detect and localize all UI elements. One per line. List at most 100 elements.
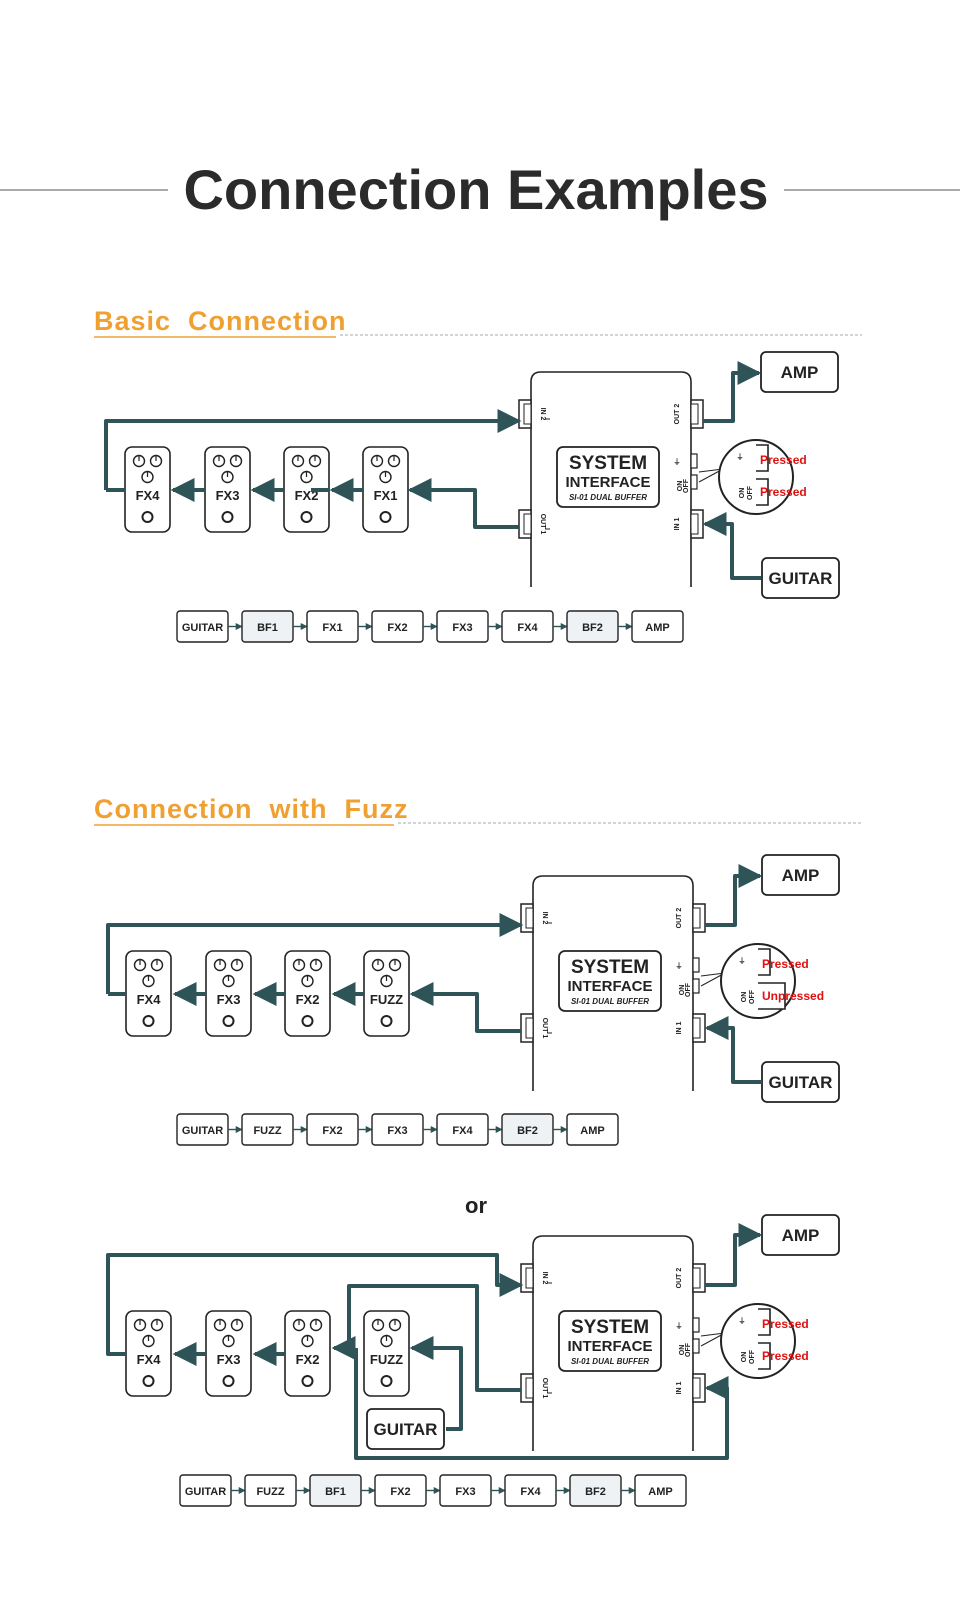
cable <box>354 1348 729 1460</box>
chain-label-fx1: FX1 <box>322 622 342 634</box>
guitar: GUITAR <box>761 1061 840 1103</box>
cable <box>104 409 522 490</box>
cable <box>409 1336 463 1431</box>
pedal-label: FX2 <box>296 992 320 1007</box>
chain-label-bf2: BF2 <box>585 1486 606 1498</box>
guitar-label: GUITAR <box>769 1073 833 1092</box>
mini-switch-2 <box>692 978 700 994</box>
pedal-label: FUZZ <box>370 1352 403 1367</box>
jack-in1-inner <box>692 1017 701 1039</box>
guitar: GUITAR <box>366 1408 445 1450</box>
jack-in1-inner <box>690 513 699 535</box>
ground-lift-icon: ⏚ <box>674 458 681 466</box>
pedal-fx1: FX1 <box>362 446 409 533</box>
chain-label-fx2: FX2 <box>322 1125 342 1137</box>
off-label: OFF <box>685 1342 692 1357</box>
device-label-box <box>558 950 662 1012</box>
footswitch-icon <box>142 1015 155 1027</box>
amp-label: AMP <box>781 363 819 382</box>
jack-in2-label: IN 2 <box>539 408 546 421</box>
device-model: SI-01 DUAL BUFFER <box>571 997 649 1006</box>
jack-out2-label: OUT 2 <box>674 404 681 425</box>
switch-1-state: Pressed <box>762 1317 809 1331</box>
pedal-label: FX4 <box>136 488 161 503</box>
amp: AMP <box>761 854 840 896</box>
device-label-box <box>556 446 660 508</box>
device-model: SI-01 DUAL BUFFER <box>571 1357 649 1366</box>
switch-button-2 <box>758 982 786 1010</box>
off-label: OFF <box>683 478 690 493</box>
amp: AMP <box>760 351 839 393</box>
chain-label-amp: AMP <box>645 622 669 634</box>
on-label: ON <box>741 1352 748 1363</box>
chain-label-fx3: FX3 <box>455 1486 475 1498</box>
pedal-fx2: FX2 <box>284 1310 331 1397</box>
off-label: OFF <box>749 989 756 1004</box>
footswitch-icon <box>301 1375 314 1387</box>
switch-button-1 <box>756 444 769 472</box>
footswitch-icon <box>142 1375 155 1387</box>
cable <box>106 1253 524 1356</box>
footswitch-icon <box>379 511 392 523</box>
footswitch-icon <box>300 511 313 523</box>
chain-label-fuzz: FUZZ <box>253 1125 281 1137</box>
jack-out1-inner <box>525 1017 534 1039</box>
chain-label-guitar: GUITAR <box>185 1486 226 1498</box>
chain-label-fx4: FX4 <box>520 1486 541 1498</box>
on-label: ON <box>677 481 684 492</box>
footswitch-icon <box>221 511 234 523</box>
guitar-label: GUITAR <box>769 569 833 588</box>
on-label: ON <box>679 985 686 996</box>
ground-lift-icon: ⏚ <box>737 453 744 461</box>
chain-label-fx4: FX4 <box>517 622 538 634</box>
cable <box>409 982 521 1033</box>
mini-switch-1 <box>690 453 698 469</box>
chain-label-bf1: BF1 <box>257 622 278 634</box>
chain-label-amp: AMP <box>648 1486 672 1498</box>
cable <box>331 1284 521 1392</box>
pedal-label: FX4 <box>137 1352 162 1367</box>
jack-out2-label: OUT 2 <box>676 908 683 929</box>
device-label-box <box>558 1310 662 1372</box>
ground-lift-icon: ⏚ <box>676 962 683 970</box>
pedal-label: FX4 <box>137 992 162 1007</box>
pedal-label: FX1 <box>374 488 398 503</box>
amp-label: AMP <box>782 866 820 885</box>
footswitch-icon <box>141 511 154 523</box>
off-label: OFF <box>747 485 754 500</box>
footswitch-icon <box>222 1375 235 1387</box>
device-name-line1: SYSTEM <box>571 957 649 978</box>
pedal-label: FUZZ <box>370 992 403 1007</box>
switch-button-2 <box>756 478 769 506</box>
callout-circle <box>718 439 794 515</box>
cable <box>702 512 761 580</box>
jack-out1-label: OUT 1 <box>541 1018 548 1039</box>
chain-label-fx4: FX4 <box>452 1125 473 1137</box>
footswitch-icon <box>380 1015 393 1027</box>
chain-label-amp: AMP <box>580 1125 604 1137</box>
cable <box>106 913 524 994</box>
guitar-label: GUITAR <box>374 1420 438 1439</box>
ground-lift-icon: ⏚ <box>676 1322 683 1330</box>
amp: AMP <box>761 1214 840 1256</box>
jack-out1-label: OUT 1 <box>539 514 546 535</box>
chain-label-bf2: BF2 <box>582 622 603 634</box>
switch-2-state: Pressed <box>760 485 807 499</box>
pedal-body <box>363 1310 410 1397</box>
guitar-box <box>366 1408 445 1450</box>
switch-2-state: Unpressed <box>762 989 824 1003</box>
callout-circle <box>720 1303 796 1379</box>
chain-label-bf2: BF2 <box>517 1125 538 1137</box>
jack-out1-label: OUT 1 <box>541 1378 548 1399</box>
off-label: OFF <box>749 1349 756 1364</box>
cable <box>407 478 519 529</box>
switch-button-2 <box>758 1342 771 1370</box>
pedal-fx3: FX3 <box>205 950 252 1037</box>
